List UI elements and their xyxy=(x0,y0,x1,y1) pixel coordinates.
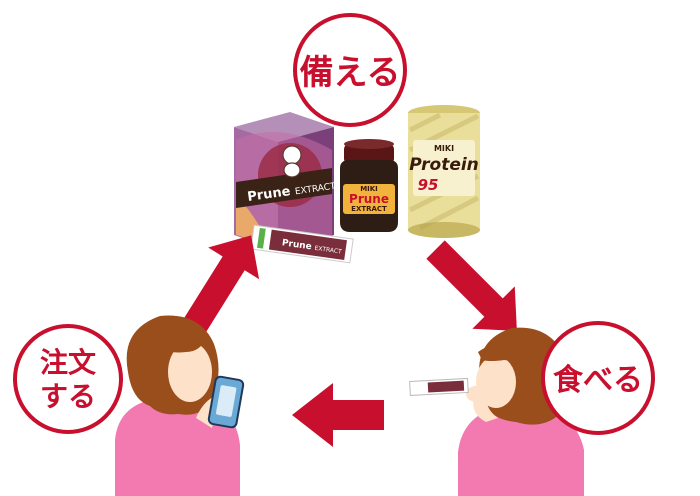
can-top: MIKI xyxy=(434,144,454,153)
prepare-circle xyxy=(293,13,407,127)
stick-sub: EXTRACT xyxy=(314,245,342,256)
svg-text:Prune EXTRACT: Prune EXTRACT xyxy=(281,238,342,256)
can-number: 95 xyxy=(418,176,439,194)
order-circle xyxy=(13,324,123,434)
prune-extract-stick: Prune EXTRACT xyxy=(250,224,354,264)
order-label-line2: する xyxy=(40,380,96,413)
prune-extract-box: Prune EXTRACT xyxy=(234,112,337,250)
order-label-line1: 注文 xyxy=(40,346,96,379)
stick-brand: Prune xyxy=(281,238,312,252)
protein-can: MIKI Protein 95 xyxy=(408,105,480,238)
can-brand: Protein xyxy=(409,155,479,175)
box-brand: Prune xyxy=(246,184,291,205)
step-eat: 食べる xyxy=(541,321,655,435)
jar-top: MIKI xyxy=(360,185,378,193)
eat-label: 食べる xyxy=(553,363,643,398)
eat-circle xyxy=(541,321,655,435)
jar-brand: Prune xyxy=(349,192,389,206)
prune-extract-jar: MIKI Prune EXTRACT xyxy=(340,139,398,232)
arrow-to-prepare xyxy=(180,235,260,339)
jar-sub: EXTRACT xyxy=(351,205,387,213)
step-prepare: 備える xyxy=(293,13,407,127)
arrow-to-order xyxy=(292,383,384,447)
step-order: 注文 する xyxy=(13,324,123,434)
arrow-to-eat xyxy=(426,240,517,331)
person-ordering xyxy=(115,315,245,496)
prepare-label: 備える xyxy=(300,53,401,93)
